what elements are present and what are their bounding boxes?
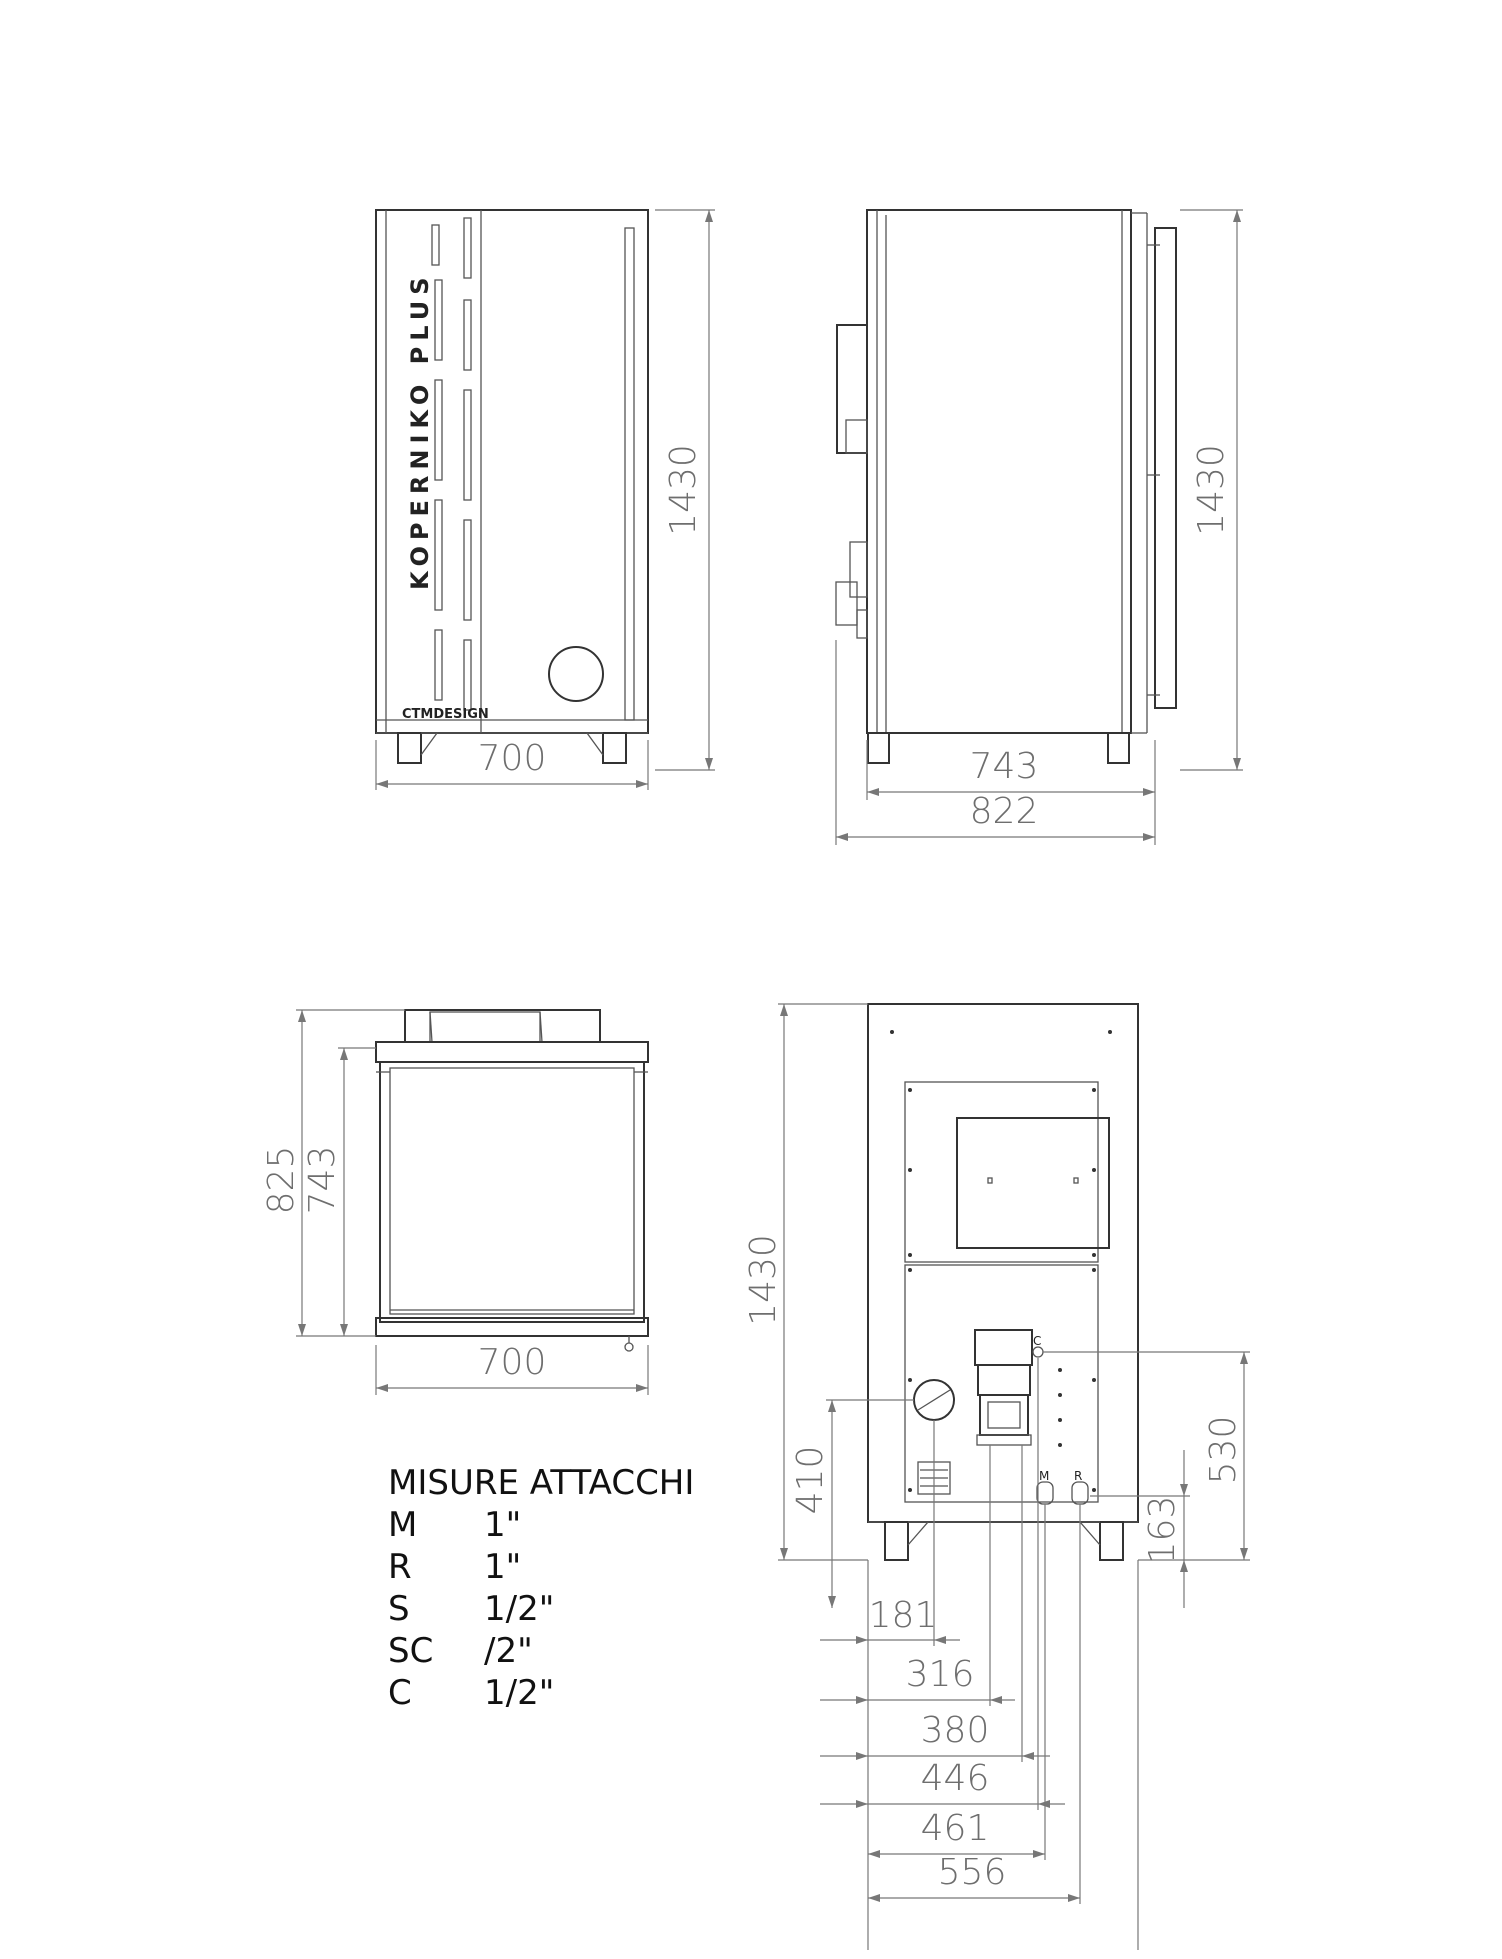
connection-code: SC — [388, 1631, 434, 1671]
dimension-label: 700 — [478, 1342, 547, 1383]
connection-r-label: R — [1074, 1469, 1082, 1483]
front-slot-pattern — [431, 217, 472, 711]
dimension-label: 530 — [1203, 1416, 1244, 1485]
dimension-label: 825 — [261, 1146, 302, 1215]
rear-c-height-dimension: 530 — [1043, 1351, 1250, 1560]
dimension-label: 743 — [970, 746, 1039, 787]
dimension-label: 380 — [921, 1710, 990, 1751]
rear-height-dimension: 1430 — [743, 1003, 868, 1561]
connection-row: S 1/2" — [388, 1588, 694, 1630]
top-depth-dimension: 743 — [302, 1047, 376, 1337]
rear-view: C M R 1430 410 — [743, 1003, 1250, 1950]
dimension-label: 461 — [921, 1808, 990, 1849]
front-width-dimension: 700 — [375, 738, 649, 790]
dimension-label: 446 — [921, 1758, 990, 1799]
connection-code: S — [388, 1589, 410, 1629]
dimension-label: 410 — [790, 1446, 831, 1515]
dimension-label: 743 — [302, 1146, 343, 1215]
connection-size: 1" — [484, 1505, 522, 1545]
connection-row: R 1" — [388, 1546, 694, 1588]
dimension-label: 700 — [478, 738, 547, 779]
connection-size: 1/2" — [484, 1673, 555, 1713]
top-overall-depth-dimension: 825 — [261, 1009, 405, 1337]
rear-pipe-height-dimension: 410 — [790, 1399, 914, 1608]
side-depth-dimension: 743 — [866, 740, 1156, 845]
connection-sizes-table: MISURE ATTACCHI M 1" R 1" S 1/2" SC /2" … — [388, 1462, 694, 1714]
dimension-label: 1430 — [663, 444, 704, 536]
rear-mr-height-dimension: 163 — [1090, 1450, 1250, 1608]
brand-label: KOPERNIKO PLUS — [406, 272, 434, 590]
connection-m-label: M — [1039, 1469, 1049, 1483]
front-view: KOPERNIKO PLUS CTMDESIGN 700 1430 — [375, 209, 715, 790]
front-height-dimension: 1430 — [655, 209, 715, 771]
side-height-dimension: 1430 — [1180, 209, 1243, 771]
dimension-label: 822 — [970, 791, 1039, 832]
rear-horizontal-dimensions: 181 316 380 446 461 — [820, 1358, 1139, 1950]
connection-row: M 1" — [388, 1504, 694, 1546]
connection-size: 1" — [484, 1547, 522, 1587]
top-view: 700 743 825 — [261, 1009, 649, 1395]
dimension-label: 316 — [906, 1654, 975, 1695]
dimension-label: 1430 — [743, 1234, 784, 1326]
side-view: 743 822 1430 — [835, 209, 1243, 845]
maker-logo: CTMDESIGN — [402, 707, 489, 722]
connection-code: C — [388, 1673, 412, 1713]
connection-c-label: C — [1033, 1334, 1041, 1348]
round-inspection-window — [548, 646, 604, 702]
dimension-label: 1430 — [1191, 444, 1232, 536]
dimension-label: 556 — [938, 1852, 1007, 1893]
connection-row: C 1/2" — [388, 1672, 694, 1714]
dimension-label: 163 — [1142, 1496, 1183, 1565]
side-overall-depth-dimension: 822 — [835, 640, 1155, 845]
connection-table-title: MISURE ATTACCHI — [388, 1463, 695, 1503]
connection-row: SC /2" — [388, 1630, 694, 1672]
connection-code: R — [388, 1547, 412, 1587]
connection-size: /2" — [484, 1631, 533, 1671]
connection-code: M — [388, 1505, 418, 1545]
dimension-label: 181 — [869, 1595, 938, 1636]
connection-size: 1/2" — [484, 1589, 555, 1629]
top-width-dimension: 700 — [375, 1342, 649, 1395]
